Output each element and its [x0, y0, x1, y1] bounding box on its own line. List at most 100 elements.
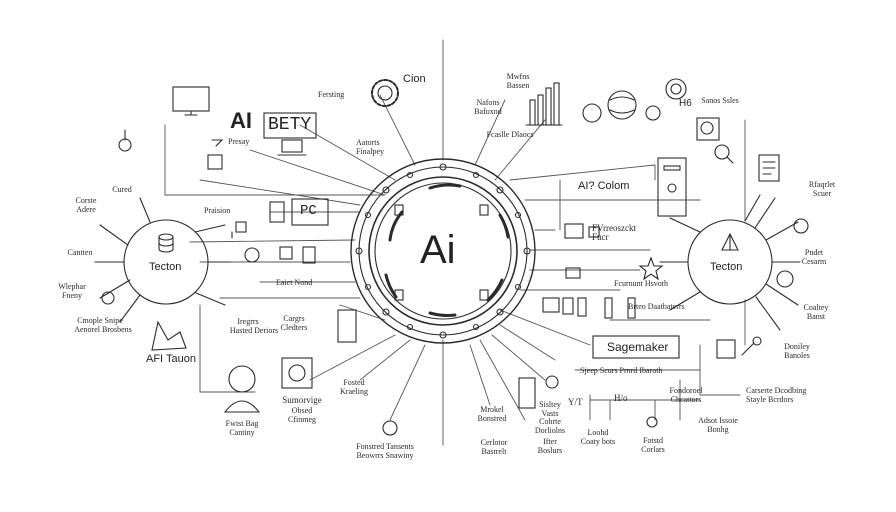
bety-label: BETY: [268, 115, 312, 135]
monitor-icon: [172, 86, 210, 116]
right-hub: [659, 194, 801, 331]
label-eaict-nond: Eaict Nond: [276, 278, 313, 287]
pc-box-left-frame: [269, 201, 285, 223]
label-cargrs: Cargrs Cledters: [280, 314, 308, 332]
award-bottom-icon: [382, 420, 398, 436]
label-doniley: Doniley Banoles: [784, 342, 810, 360]
label-iregrrs: Iregrrs: [237, 317, 259, 326]
label-fersting: Fersting: [318, 90, 345, 99]
tools-icon: [716, 336, 762, 359]
center-label: Ai: [420, 228, 456, 272]
bar-chart-icon: [525, 82, 563, 126]
label-wlephar: Wlephar: [58, 282, 86, 291]
label-cerlotor: Cerlotor Bastrelt: [480, 438, 508, 456]
label-adsot: Adsot Issoie Bonhg: [698, 416, 738, 434]
settings-icon: [793, 218, 809, 234]
label-sanos: Sanos Ssles: [701, 96, 739, 105]
search-icon: [696, 117, 734, 164]
label-sisltey: Sisltey Vasts: [539, 400, 561, 418]
label-fosted: Fosted Kraeling: [340, 378, 368, 396]
afi-team-heading: AFI Tauon: [146, 353, 196, 365]
label-loohd: Loohd Coaty bots: [580, 428, 616, 446]
folder-icon: [279, 246, 293, 260]
ai-colom-heading: AI? Colom: [578, 180, 630, 192]
bety-arrow-icon: [211, 139, 224, 147]
central-ring: [350, 158, 536, 344]
info-icon: [776, 270, 794, 288]
label-praision: Praision: [204, 206, 231, 215]
label-yt: Y/T: [568, 397, 583, 407]
star-icon: [638, 256, 664, 281]
list-icon: [302, 246, 316, 264]
left-hub-label: Tecton: [149, 261, 182, 273]
label-carserte: Carserte Dcodbing Stayle Bcrdors: [746, 386, 807, 404]
sitemap-icon: [231, 221, 247, 239]
label-cured: Cured: [112, 185, 132, 194]
label-hasted: Hasted Deriors: [229, 326, 279, 335]
mail-icon: [565, 267, 581, 279]
label-aenorel: Aenorel Brosbens: [74, 325, 132, 334]
label-cohrte: Cohrte Dorliolns: [534, 417, 566, 435]
label-cantten: Cantten: [67, 248, 93, 257]
label-fotstd: Fotstd Corlars: [641, 436, 665, 454]
label-fondoroel: Fondoroel Chcattors: [669, 386, 703, 404]
label-fcurnunt: Fcurnunt Hsvoth: [614, 279, 668, 288]
label-fwist: Fwist Bag: [225, 419, 259, 428]
pyramid-icon: [721, 232, 739, 251]
clock-icon: [646, 416, 658, 428]
cancel-icon: [101, 291, 115, 305]
left-hub: [94, 197, 231, 323]
label-coaltey: Coaltey Banst: [803, 303, 829, 321]
plug-icon: [118, 129, 132, 152]
label-fvrreoszckt: FVrreoszckt Fucr: [592, 223, 636, 242]
h6-heading: H6: [679, 98, 692, 109]
label-sjeep: Sjeep Scurs Prnrd Ibaroth: [580, 366, 663, 375]
document-icon: [758, 154, 780, 182]
gauge-icon: [582, 103, 602, 123]
phone-icon: [518, 377, 536, 409]
right-hub-label: Tecton: [710, 261, 743, 273]
cion-heading: Cion: [403, 73, 426, 85]
label-pndet: Pndet Cesarm: [801, 248, 827, 266]
pc-box: [291, 198, 329, 226]
label-cantiny: Cantiny: [229, 428, 255, 437]
ai-heading: AI: [230, 108, 252, 133]
pc-label: PC: [300, 203, 317, 219]
shield-icon: [545, 375, 559, 389]
laptop-icon: [277, 139, 307, 156]
server-icon: [657, 157, 687, 217]
label-mrokel: Mrokel Bonstred: [477, 405, 507, 423]
label-nafons: Nafons Bafoxnd: [474, 98, 502, 116]
bety-box: [263, 112, 317, 139]
globe-icon: [607, 90, 637, 120]
label-ifter: Ifter Boslurs: [537, 437, 563, 455]
columns-icon: [542, 297, 636, 319]
label-rfaqrlet: Rfaqrlet Scuer: [808, 180, 836, 198]
tablet-icon: [337, 309, 357, 343]
label-brteo: Brteo Daatbaterrs: [628, 302, 685, 311]
database-icon: [158, 233, 174, 253]
home-icon: [244, 247, 260, 263]
sagemaker-box: [592, 335, 680, 359]
label-cmople: Cmople Snipe: [77, 316, 123, 325]
label-presay: Presay: [228, 137, 250, 146]
label-ho: H/o: [614, 393, 628, 403]
panel-icon: [588, 226, 600, 238]
label-obsed: Obsed Cfinmeg: [288, 406, 316, 424]
label-corste-adere: Corste Adere: [75, 196, 97, 214]
label-fneny: Fneny: [62, 291, 82, 300]
award-icon: [665, 78, 687, 100]
label-fonstred: Fonstred Tansents Beowrrs Snawiny: [356, 442, 414, 460]
label-sumorvige: Sumorvige: [282, 395, 322, 405]
sagemaker-label: Sagemaker: [607, 340, 669, 354]
dial-icon: [645, 105, 661, 121]
landscape-icon: [151, 320, 187, 351]
chat-icon: [564, 223, 584, 239]
camera-icon: [281, 357, 313, 389]
label-mwfns: Mwfns Bassen: [506, 72, 530, 90]
gear-icon: [371, 79, 399, 107]
label-fcaslle: Fcaslle Dlaocs: [486, 130, 534, 139]
desk-icon: [207, 154, 223, 170]
label-aatorts: Aatorts Finalpey: [356, 138, 384, 156]
